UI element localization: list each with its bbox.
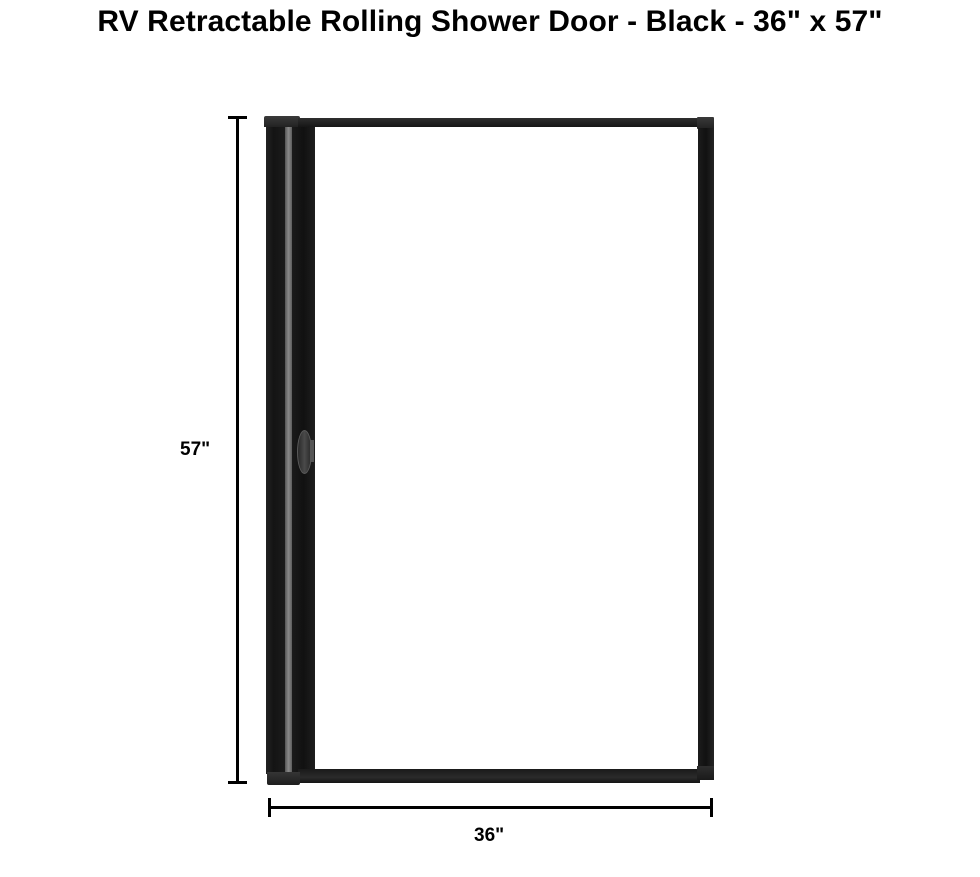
bottom-rail xyxy=(298,769,700,783)
width-dimension-right-cap xyxy=(710,798,713,817)
top-left-cap xyxy=(264,116,300,127)
left-housing-outer xyxy=(266,124,285,774)
top-rail xyxy=(298,118,700,127)
height-dimension-line xyxy=(236,117,239,784)
top-right-cap xyxy=(697,117,714,129)
right-post xyxy=(698,128,714,770)
width-dimension-line xyxy=(269,806,712,809)
height-label: 57" xyxy=(180,439,211,460)
door-handle-tab xyxy=(310,440,314,462)
left-housing-strip xyxy=(285,126,292,772)
product-title: RV Retractable Rolling Shower Door - Bla… xyxy=(97,5,883,38)
width-label: 36" xyxy=(474,825,505,846)
height-dimension-bottom-cap xyxy=(228,781,247,784)
bottom-right-cap xyxy=(697,766,714,780)
bottom-left-cap xyxy=(267,772,300,785)
